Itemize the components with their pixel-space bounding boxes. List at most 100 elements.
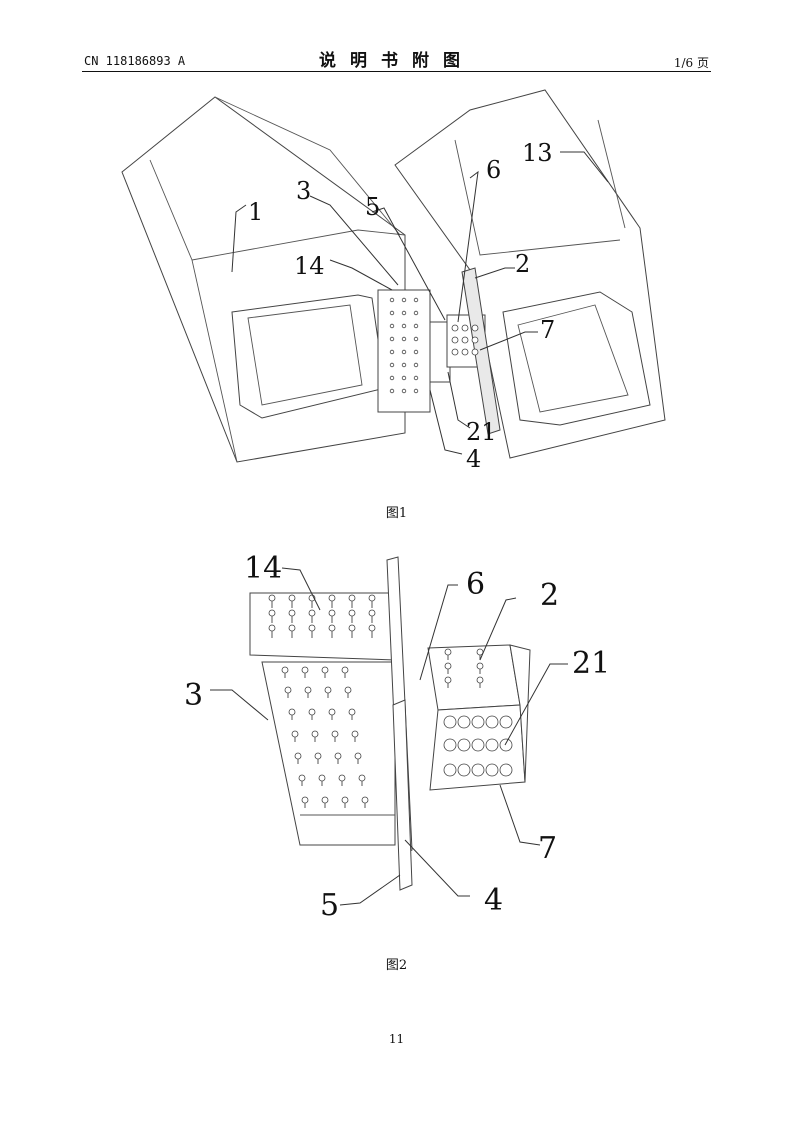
label-3: 3 — [184, 678, 203, 713]
bolt-head — [268, 624, 276, 632]
label-21: 21 — [466, 418, 497, 446]
bolt-head — [281, 666, 289, 674]
bolt-head — [288, 708, 296, 716]
bolt-head — [499, 715, 513, 729]
bolt-head — [401, 349, 407, 355]
bolt-head — [361, 796, 369, 804]
label-2: 2 — [515, 250, 530, 278]
section-title: 说明书附图 — [319, 51, 474, 71]
bolt-head — [389, 349, 395, 355]
bolt-head — [301, 796, 309, 804]
bolt-head — [308, 624, 316, 632]
bolt-head — [451, 348, 459, 356]
bolt-head — [461, 348, 469, 356]
bolt-head — [499, 763, 513, 777]
bolt-head — [413, 297, 419, 303]
bolt-head — [443, 738, 457, 752]
bolt-head — [485, 715, 499, 729]
bolt-head — [321, 666, 329, 674]
right-box-body — [394, 89, 666, 459]
bolt-head — [368, 624, 376, 632]
bolt-head — [389, 388, 395, 394]
bolt-head — [288, 594, 296, 602]
label-14: 14 — [294, 252, 325, 280]
bolt-head — [268, 594, 276, 602]
bolt-head — [444, 662, 452, 670]
bolt-head — [401, 362, 407, 368]
label-4: 4 — [466, 445, 481, 473]
bolt-head — [471, 738, 485, 752]
left-box-body — [121, 96, 406, 463]
bolt-head — [308, 609, 316, 617]
bolt-head — [344, 686, 352, 694]
bolt-head — [304, 686, 312, 694]
bolt-head — [389, 297, 395, 303]
bolt-head — [311, 730, 319, 738]
bolt-head — [318, 774, 326, 782]
bolt-head — [476, 662, 484, 670]
figure-2-drawing: 14 3 6 2 21 7 5 4 — [184, 551, 610, 923]
bolt-head — [471, 336, 479, 344]
bolt-head — [401, 375, 407, 381]
bolt-head — [413, 375, 419, 381]
bolt-head — [476, 676, 484, 684]
bolt-head — [401, 310, 407, 316]
label-6: 6 — [486, 156, 501, 184]
bolt-head — [413, 336, 419, 342]
label-6: 6 — [466, 567, 485, 602]
bolt-head — [354, 752, 362, 760]
bolt-head — [308, 708, 316, 716]
bolt-head — [485, 738, 499, 752]
bolt-head — [298, 774, 306, 782]
bolt-head — [389, 362, 395, 368]
bolt-head — [314, 752, 322, 760]
bolt-head — [368, 594, 376, 602]
bolt-head — [485, 763, 499, 777]
bolt-head — [499, 738, 513, 752]
bolt-head — [321, 796, 329, 804]
bolt-head — [328, 708, 336, 716]
bolt-head — [413, 362, 419, 368]
bolt-head — [401, 388, 407, 394]
label-1: 1 — [248, 198, 263, 226]
bolt-head — [288, 609, 296, 617]
label-14: 14 — [244, 551, 282, 586]
document-number: CN 118186893 A — [84, 54, 186, 68]
bolt-head — [291, 730, 299, 738]
label-4: 4 — [484, 883, 503, 918]
bolt-head — [451, 336, 459, 344]
bolt-head — [328, 594, 336, 602]
bolt-head — [413, 323, 419, 329]
bolt-head — [471, 348, 479, 356]
connector-bolt-pattern — [389, 297, 479, 394]
bolt-head — [389, 323, 395, 329]
bolt-head — [451, 324, 459, 332]
bolt-head — [294, 752, 302, 760]
label-7: 7 — [540, 316, 555, 344]
bolt-head — [443, 715, 457, 729]
label-3: 3 — [296, 177, 311, 205]
bolt-head — [457, 715, 471, 729]
header-rule — [82, 71, 711, 72]
bolt-head — [471, 715, 485, 729]
bolt-head — [348, 609, 356, 617]
bolt-head — [389, 375, 395, 381]
bolt-head — [401, 297, 407, 303]
bolt-head — [358, 774, 366, 782]
page-number: 11 — [388, 1032, 405, 1046]
bolt-head — [461, 336, 469, 344]
bolt-head — [338, 774, 346, 782]
bolt-pattern — [268, 594, 513, 808]
bolt-head — [328, 624, 336, 632]
bolt-head — [341, 796, 349, 804]
bolt-head — [348, 708, 356, 716]
figure-2-caption: 图2 — [385, 958, 408, 973]
bolt-head — [348, 594, 356, 602]
label-2: 2 — [540, 578, 559, 613]
bolt-head — [413, 349, 419, 355]
label-5: 5 — [320, 888, 339, 923]
bolt-head — [284, 686, 292, 694]
bolt-head — [401, 323, 407, 329]
bolt-head — [348, 624, 356, 632]
figure-1-drawing: 1 3 14 5 6 13 2 7 21 4 — [121, 89, 666, 473]
